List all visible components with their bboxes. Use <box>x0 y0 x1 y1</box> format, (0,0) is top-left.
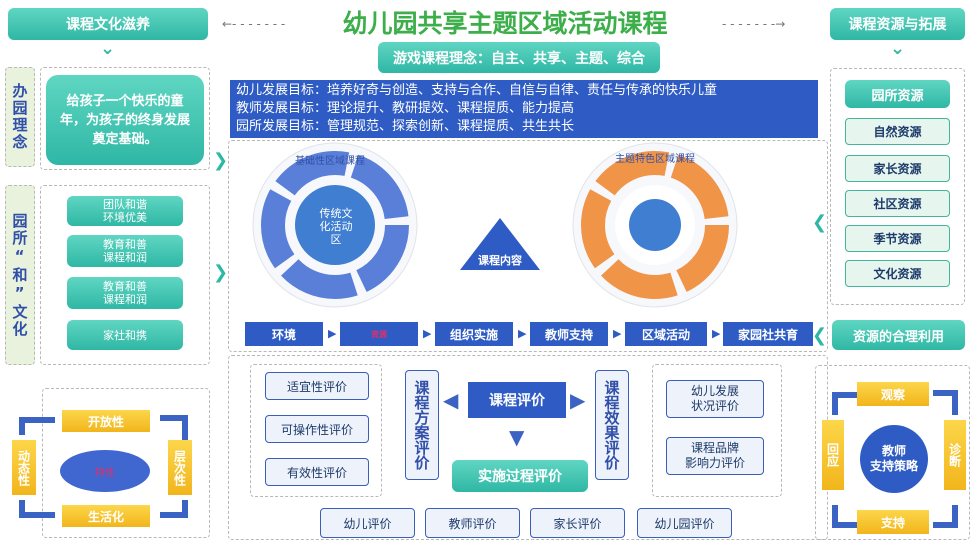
arrow-right-icon: ▶ <box>328 327 337 340</box>
resource-item: 社区资源 <box>845 190 950 217</box>
basic-wheel <box>252 142 418 308</box>
strategy-diagnose: 诊断 <box>944 420 966 490</box>
wheel-segments <box>261 151 409 299</box>
goal-school: 园所发展目标：管理规范、探索创新、课程提质、共生共长 <box>236 119 575 134</box>
chevron-right-icon: ❯ <box>213 150 229 171</box>
basic-wheel-center: 传统文化活动区 <box>319 207 353 246</box>
resource-item: 自然资源 <box>845 118 950 145</box>
theme-wheel <box>572 142 738 308</box>
eval-main: 课程评价 <box>468 382 566 418</box>
basic-wheel-title: 基础性区域课程 <box>295 156 365 167</box>
goal-teacher: 教师发展目标：理论提升、教研提效、课程提质、能力提高 <box>236 101 575 116</box>
school-idea-label: 办园理念 <box>5 67 35 167</box>
feature-life: 生活化 <box>62 505 150 527</box>
arrow-right-icon: ▶ <box>423 327 432 340</box>
eval-right-box <box>652 364 782 497</box>
resource-item: 家长资源 <box>845 155 950 182</box>
process-step: 区域活动 <box>625 322 707 346</box>
eval-item: 幼儿发展 状况评价 <box>666 380 764 418</box>
culture-item: 家社和携 <box>67 320 183 350</box>
culture-box <box>40 185 210 365</box>
content-triangle <box>460 218 540 270</box>
eval-item: 课程品牌 影响力评价 <box>666 437 764 475</box>
eval-bottom-item: 家长评价 <box>530 508 625 538</box>
arrow-right-icon: ▶ <box>570 388 586 412</box>
features-center: 特性 <box>60 450 150 492</box>
features-box <box>42 388 210 538</box>
resources-header: 园所资源 <box>845 80 950 108</box>
dashed-arrow-right: - - - - - - -→ <box>722 17 786 31</box>
strategy-observe: 观察 <box>857 382 929 406</box>
cycle-arrows-icon <box>19 415 188 518</box>
goal-child: 幼儿发展目标：培养好奇与创造、支持与合作、自信与自律、责任与传承的快乐儿童 <box>236 83 718 98</box>
culture-label: 园所“和”文化 <box>5 185 35 365</box>
resource-use: 资源的合理利用 <box>832 320 965 350</box>
process-step: 家园社共育 <box>723 322 813 346</box>
strategy-support: 支持 <box>857 510 929 534</box>
arrow-left-icon: ◀ <box>443 388 459 412</box>
resources-box <box>830 68 965 305</box>
theme-wheel-title: 主题特色区域课程 <box>615 154 695 165</box>
feature-dynamic: 动态性 <box>12 440 36 495</box>
strategy-box <box>815 365 970 540</box>
school-idea-box <box>40 67 210 170</box>
culture-item: 教育和善 课程和润 <box>67 235 183 267</box>
eval-plan: 课程方案评价 <box>405 370 439 480</box>
process-step: 组织实施 <box>435 322 513 346</box>
left-header: 课程文化滋养 <box>8 8 208 40</box>
chevron-left-icon: ❮ <box>812 212 828 233</box>
dashed-arrow-left: ←- - - - - - - <box>222 17 286 31</box>
page-title: 幼儿园共享主题区域活动课程 <box>342 9 668 38</box>
resource-item: 文化资源 <box>845 260 950 287</box>
resource-item: 季节资源 <box>845 225 950 252</box>
eval-process: 实施过程评价 <box>452 460 588 492</box>
strategy-center: 教师 支持策略 <box>860 425 928 493</box>
goals-box: 幼儿发展目标：培养好奇与创造、支持与合作、自信与自律、责任与传承的快乐儿童 教师… <box>230 80 818 138</box>
philosophy-banner: 游戏课程理念：自主、共享、主题、综合 <box>378 42 660 73</box>
strategy-cycle-arrows-icon <box>832 390 958 528</box>
eval-bottom-item: 教师评价 <box>425 508 520 538</box>
process-step: 教师支持 <box>530 322 608 346</box>
feature-level: 层次性 <box>168 440 192 495</box>
content-box <box>228 140 828 352</box>
eval-effect: 课程效果评价 <box>595 370 629 480</box>
chevron-down-icon: ⌄ <box>890 38 906 59</box>
arrow-right-icon: ▶ <box>613 327 622 340</box>
arrow-right-icon: ▶ <box>518 327 527 340</box>
culture-item: 团队和谐 环境优美 <box>67 196 183 226</box>
eval-left-box <box>250 364 382 497</box>
right-header: 课程资源与拓展 <box>830 8 965 40</box>
process-step: 资源 <box>340 322 418 346</box>
eval-bottom-item: 幼儿评价 <box>320 508 415 538</box>
school-idea-text: 给孩子一个快乐的童年，为孩子的终身发展奠定基础。 <box>46 75 204 165</box>
eval-bottom-item: 幼儿园评价 <box>637 508 732 538</box>
eval-item: 有效性评价 <box>265 458 369 486</box>
eval-item: 适宜性评价 <box>265 372 369 400</box>
content-label: 课程内容 <box>478 254 522 267</box>
feature-open: 开放性 <box>62 410 150 432</box>
eval-item: 可操作性评价 <box>265 415 369 443</box>
chevron-right-icon: ❯ <box>213 262 229 283</box>
chevron-left-icon: ❮ <box>812 325 828 346</box>
chevron-down-icon: ⌄ <box>100 38 116 59</box>
process-step: 环境 <box>245 322 323 346</box>
culture-item: 教育和善 课程和润 <box>67 277 183 309</box>
course-wheels <box>252 142 738 308</box>
arrow-right-icon: ▶ <box>712 327 721 340</box>
arrow-down-icon: ▼ <box>509 425 525 449</box>
strategy-respond: 回应 <box>822 420 844 490</box>
